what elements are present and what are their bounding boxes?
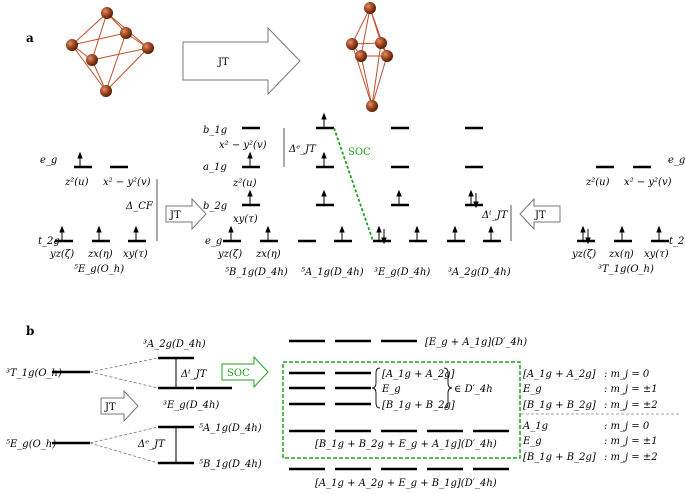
mj-value-5: : m_j = ±2 xyxy=(604,452,658,463)
middle-levels xyxy=(223,126,501,243)
left-spin-arrows xyxy=(59,151,139,241)
b-group-right-brace xyxy=(443,367,453,409)
mj-value-3: : m_j = 0 xyxy=(604,421,650,432)
left-t2g-label: t_2g xyxy=(38,236,60,247)
mid-xy-label: xy(τ) xyxy=(233,214,258,225)
b-a1g-label: ⁵A_1g(D_4h) xyxy=(199,423,262,434)
octahedron-left-icon xyxy=(66,7,154,97)
mid-z2-label: z²(u) xyxy=(232,178,257,189)
mj-value-1: : m_j = ±1 xyxy=(604,384,658,395)
mj-state-4: E_g xyxy=(522,436,542,447)
mj-state-5: [B_1g + B_2g] xyxy=(523,452,596,463)
soc-dotted-line xyxy=(333,127,374,242)
jt-small-right-label: JT xyxy=(534,210,546,221)
soc-levels xyxy=(289,339,509,471)
b-eg-d4h-label: ³E_g(D_4h) xyxy=(163,400,219,411)
right-spin-arrows xyxy=(580,225,662,245)
right-eg-label: e_g xyxy=(668,155,685,166)
right-t2g-label: t_2g xyxy=(669,236,685,247)
mid-state-2: ⁵A_1g(D_4h) xyxy=(301,267,364,278)
mid-delta-e-label: Δᵉ_JT xyxy=(288,144,317,155)
b-jt-box-label: JT xyxy=(104,402,116,413)
mj-state-3: A_1g xyxy=(522,421,548,432)
left-yz-label: yz(ζ) xyxy=(49,249,74,260)
b-top-level-label: [E_g + A_1g](D′_4h) xyxy=(425,337,527,348)
b-group1-label: [A_1g + A_2g] xyxy=(382,369,455,380)
mid-state-1: ⁵B_1g(D_4h) xyxy=(225,267,288,278)
jt-small-arrow-right: JT xyxy=(519,197,561,231)
right-xy-label: xy(τ) xyxy=(644,249,669,260)
b-delta-e-label: Δᵉ_JT xyxy=(137,439,166,450)
panel-a-label: a xyxy=(26,31,34,45)
right-x2y2-label: x² − y²(v) xyxy=(624,177,672,188)
left-xy-label: xy(τ) xyxy=(123,249,148,260)
b-mid-level-label: [B_1g + B_2g + E_g + A_1g](D′_4h) xyxy=(315,439,497,450)
panel-b-label: b xyxy=(26,324,34,338)
jt-transform-arrow: JT xyxy=(182,26,301,96)
octahedron-right-icon xyxy=(346,2,393,112)
mj-state-0: [A_1g + A_2g] xyxy=(523,369,596,380)
mid-a1g-label: a_1g xyxy=(203,162,227,173)
b-group3-label: [B_1g + B_2g] xyxy=(382,400,455,411)
right-z2-label: z²(u) xyxy=(585,177,610,188)
b-t1g-label: ³T_1g(O_h) xyxy=(6,368,62,379)
b-b1g-label: ⁵B_1g(D_4h) xyxy=(199,459,262,470)
left-eg-label: e_g xyxy=(40,155,57,166)
right-zx-label: zx(η) xyxy=(608,249,634,260)
jt-small-left-label: JT xyxy=(169,210,181,221)
mid-x2y2-label: x² − y²(v) xyxy=(219,140,267,151)
soc-group-box xyxy=(282,361,521,459)
mid-b1g-label: b_1g xyxy=(203,125,227,136)
b-soc-box: SOC xyxy=(221,355,269,389)
middle-spin-arrows xyxy=(228,112,494,245)
left-state-title: ⁵E_g(O_h) xyxy=(74,264,124,275)
left-zx-label: zx(η) xyxy=(87,249,113,260)
b-soc-box-label: SOC xyxy=(227,368,250,379)
mj-table: [A_1g + A_2g] : m_j = 0 E_g : m_j = ±1 [… xyxy=(521,369,681,463)
mj-value-4: : m_j = ±1 xyxy=(604,436,658,447)
mj-value-0: : m_j = 0 xyxy=(604,369,650,380)
soc-label: SOC xyxy=(348,147,371,158)
b-bottom-level-label: [A_1g + A_2g + E_g + B_1g](D′_4h) xyxy=(315,478,497,489)
right-state-title: ³T_1g(O_h) xyxy=(598,264,654,275)
right-levels xyxy=(577,165,669,243)
b-group2-label: E_g xyxy=(381,384,401,395)
left-x2y2-label: x² − y²(v) xyxy=(103,177,151,188)
mid-zx-label: zx(η) xyxy=(255,249,281,260)
panel-b-dashed-links xyxy=(89,357,159,464)
jt-arrow-label: JT xyxy=(217,57,229,68)
mid-b2g-label: b_2g xyxy=(203,201,227,212)
b-in-d4h-label: ∈ D′_4h xyxy=(454,384,493,395)
jt-small-arrow-left: JT xyxy=(165,197,207,231)
left-delta-cf-label: Δ_CF xyxy=(125,201,154,212)
b-group-left-brace xyxy=(371,367,381,409)
b-jt-box: JT xyxy=(100,389,139,423)
mid-state-4: ³A_2g(D_4h) xyxy=(448,267,511,278)
mj-state-2: [B_1g + B_2g] xyxy=(523,400,596,411)
left-z2-label: z²(u) xyxy=(64,177,89,188)
mj-state-1: E_g xyxy=(522,384,542,395)
b-eg-oh-label: ⁵E_g(O_h) xyxy=(6,439,56,450)
mid-delta-t-label: Δᵗ_JT xyxy=(481,210,509,221)
b-delta-t-label: Δᵗ_JT xyxy=(180,369,208,380)
left-levels xyxy=(55,165,146,243)
mid-eg-label: e_g xyxy=(205,236,222,247)
b-a2g-label: ³A_2g(D_4h) xyxy=(143,339,206,350)
mj-value-2: : m_j = ±2 xyxy=(604,400,658,411)
mid-state-3: ³E_g(D_4h) xyxy=(374,267,430,278)
right-yz-label: yz(ζ) xyxy=(571,249,596,260)
mid-yz-label: yz(ζ) xyxy=(217,249,242,260)
